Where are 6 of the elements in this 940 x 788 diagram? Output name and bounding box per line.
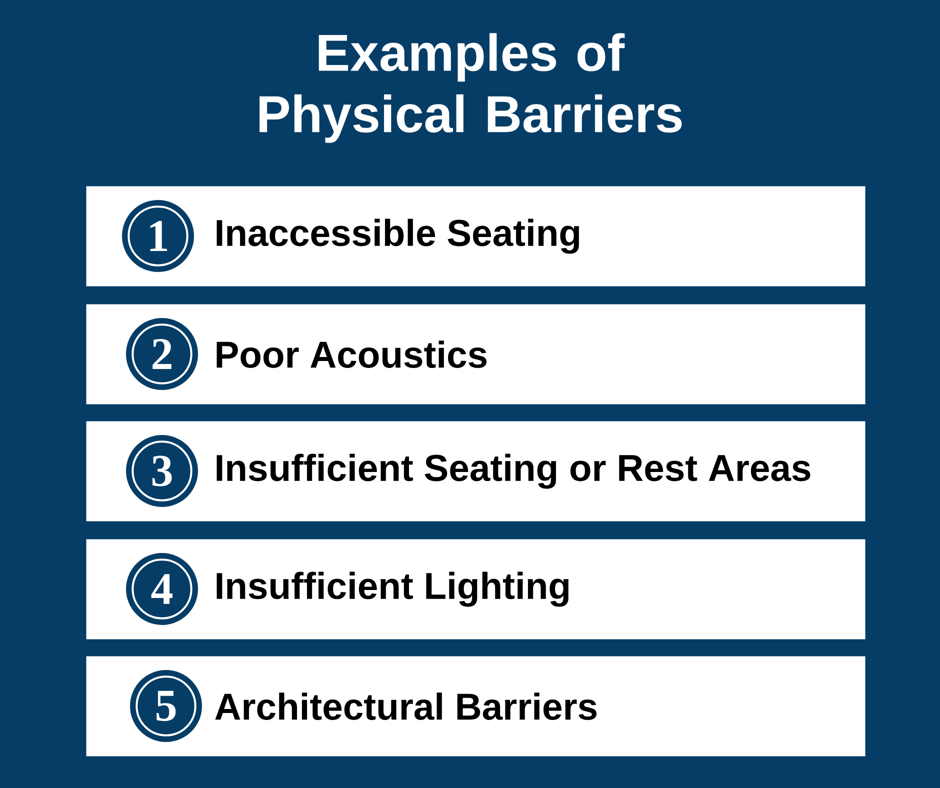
title: Examples of Physical Barriers xyxy=(260,33,682,143)
number-badge: 1 xyxy=(122,200,194,272)
number-badge: 4 xyxy=(126,553,198,625)
number-badge: 5 xyxy=(130,670,202,742)
number-badge: 3 xyxy=(126,435,198,507)
number-badge: 2 xyxy=(126,318,198,390)
